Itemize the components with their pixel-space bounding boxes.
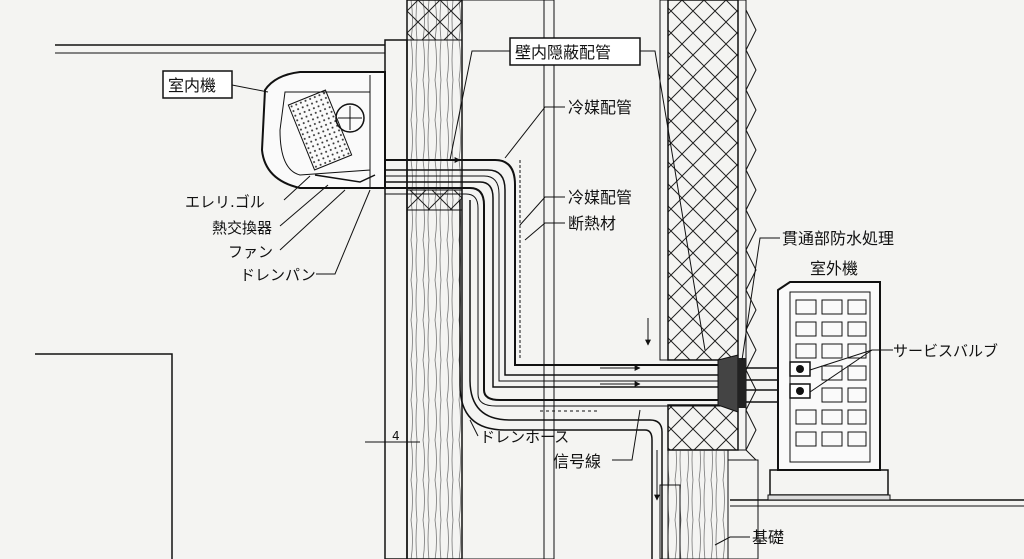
label-refrigerant-pipe-2: 冷媒配管 [568,188,632,207]
label-concealed-piping: 壁内隠蔽配管 [515,43,611,62]
label-foundation: 基礎 [752,528,784,547]
exterior-wall [659,0,759,559]
label-service-valve: サービスバルブ [893,342,998,360]
flow-arrows [430,157,651,387]
leader-lines [231,50,893,546]
label-boxes [162,37,641,99]
label-insulation: 断熱材 [568,214,616,233]
label-refrigerant-pipe-1: 冷媒配管 [568,98,632,117]
dimension-mark [365,425,420,450]
label-waterproofing: 貫通部防水処理 [782,229,894,248]
labels: 室内機 壁内隠蔽配管 冷媒配管 冷媒配管 断熱材 エレリ.ゴル 熱交換器 ファン… [168,43,998,547]
outdoor-unit [767,281,891,501]
wall-penetration [717,354,790,413]
label-drain-hose: ドレンホース [480,428,569,446]
label-fan: ファン [228,243,273,261]
label-signal-wire: 信号線 [553,452,601,471]
ceiling [55,44,385,54]
label-indoor-unit: 室内機 [168,76,216,95]
service-valves [789,361,811,399]
label-drain-pan: ドレンパン [240,266,316,284]
room-outline [35,353,173,559]
indoor-unit [260,71,386,189]
label-dimension: 4 [392,429,400,443]
drain-hose [459,200,663,559]
piping-bundle [385,159,730,407]
interior-wall [384,0,555,559]
label-air-filter: エレリ.ゴル [185,193,265,211]
label-outdoor-unit: 室外機 [810,259,858,278]
label-heat-exchanger: 熱交換器 [212,219,272,237]
